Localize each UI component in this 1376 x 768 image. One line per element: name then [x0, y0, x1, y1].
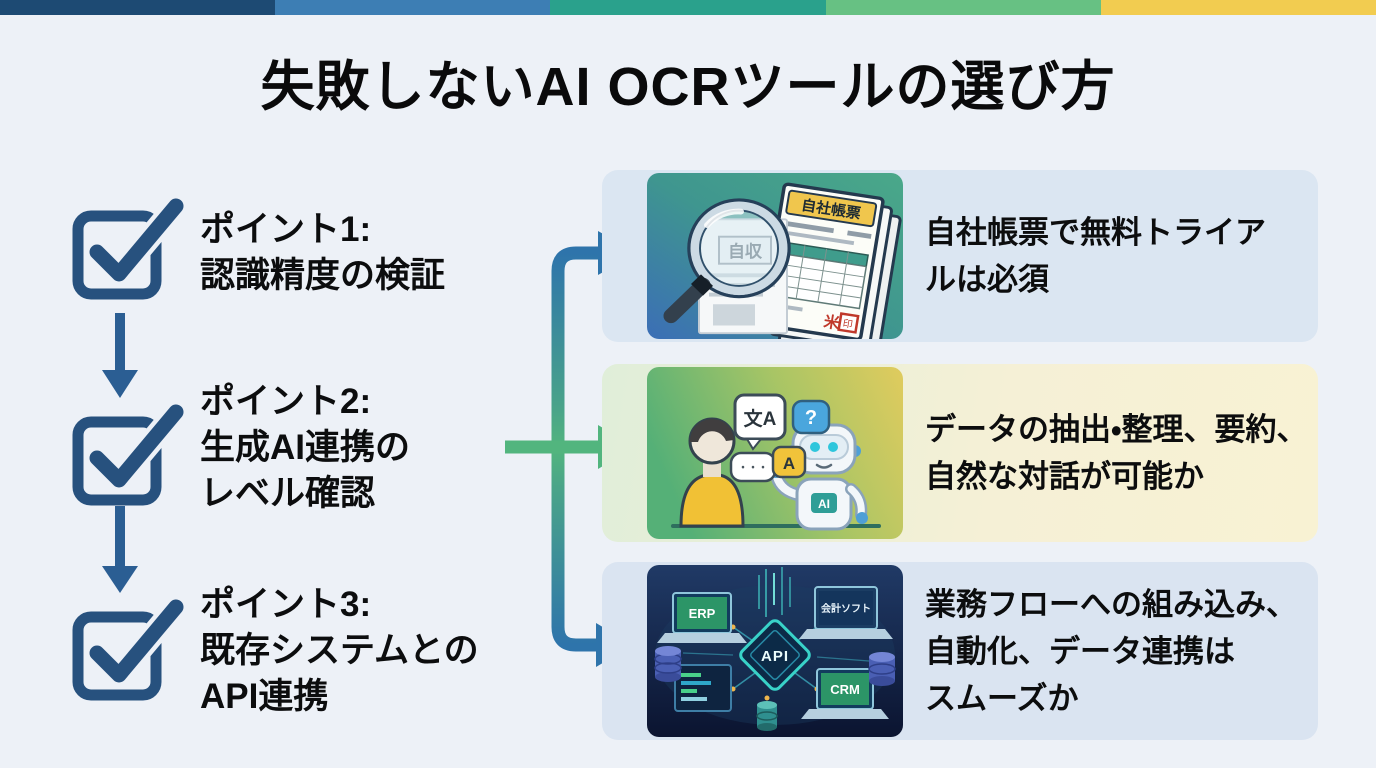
- bubble-lang-label: 文A: [744, 407, 777, 430]
- database-icon: [654, 646, 682, 682]
- card-text-line: 自社帳票で無料トライア: [925, 215, 1266, 250]
- erp-label: ERP: [689, 606, 716, 621]
- stamp-label: 印: [842, 318, 854, 331]
- point-3-line: 既存システムとの: [200, 631, 479, 670]
- arrow-down-icon: [102, 506, 138, 593]
- card-text-line: ルは必須: [925, 262, 1049, 297]
- card-3-text: 業務フローへの組み込み、 自動化、データ連携は スムーズか: [925, 581, 1297, 722]
- checkbox-icon: [72, 194, 184, 300]
- card-text-line: スムーズか: [925, 680, 1079, 716]
- api-chip-label: API: [761, 648, 789, 665]
- point-3: ポイント3: 既存システムとの API連携: [200, 582, 479, 720]
- top-color-bar: [0, 0, 1376, 15]
- crm-label: CRM: [830, 682, 860, 697]
- database-icon: [756, 701, 778, 731]
- color-bar-segment-4: [825, 0, 1101, 15]
- robot-badge-label: AI: [818, 497, 830, 511]
- info-card-api: API ERP 会計ソフト CRM: [602, 562, 1318, 740]
- point-2-line: 生成AI連携の: [200, 428, 411, 467]
- accounting-label: 会計ソフト: [821, 602, 871, 615]
- info-card-trial: 自社帳票 米 印: [602, 170, 1318, 342]
- point-2-line: レベル確認: [200, 474, 376, 513]
- point-2: ポイント2: 生成AI連携の レベル確認: [200, 379, 410, 517]
- point-3-line: API連携: [200, 677, 329, 716]
- color-bar-segment-3: [550, 0, 826, 15]
- point-1-line: 認識精度の検証: [200, 256, 446, 295]
- illustration-ai-chat: AI 文A ? ・・・: [647, 367, 903, 539]
- color-bar-segment-2: [275, 0, 551, 15]
- svg-text:米: 米: [822, 312, 841, 333]
- point-3-label: ポイント3:: [200, 585, 372, 624]
- bubble-question-label: ?: [805, 407, 817, 429]
- point-2-label: ポイント2:: [200, 382, 372, 421]
- point-1-label: ポイント1:: [200, 210, 372, 249]
- database-icon: [868, 652, 896, 686]
- card-text-line: 自然な対話が可能か: [925, 459, 1204, 494]
- card-text-line: 業務フローへの組み込み、: [925, 586, 1297, 622]
- arrow-down-icon: [102, 313, 138, 398]
- color-bar-segment-1: [0, 0, 276, 15]
- card-2-text: データの抽出・整理、要約、 自然な対話が可能か: [925, 406, 1308, 500]
- color-bar-segment-5: [1100, 0, 1376, 15]
- bubble-a-label: A: [783, 454, 795, 473]
- card-text-line: データの抽出・整理、要約、: [925, 412, 1308, 447]
- illustration-ocr-accuracy: 自社帳票 米 印: [647, 173, 903, 339]
- checkbox-icon: [72, 400, 184, 506]
- bubble-dots-label: ・・・: [738, 463, 768, 474]
- checkbox-icon: [72, 595, 184, 701]
- card-1-text: 自社帳票で無料トライア ルは必須: [925, 209, 1266, 303]
- illustration-api-integration: API ERP 会計ソフト CRM: [647, 565, 903, 737]
- info-card-genai: AI 文A ? ・・・: [602, 364, 1318, 542]
- page-title: 失敗しないAI OCRツールの選び方: [260, 57, 1116, 117]
- point-1: ポイント1: 認識精度の検証: [200, 207, 445, 299]
- card-text-line: 自動化、データ連携は: [925, 633, 1235, 669]
